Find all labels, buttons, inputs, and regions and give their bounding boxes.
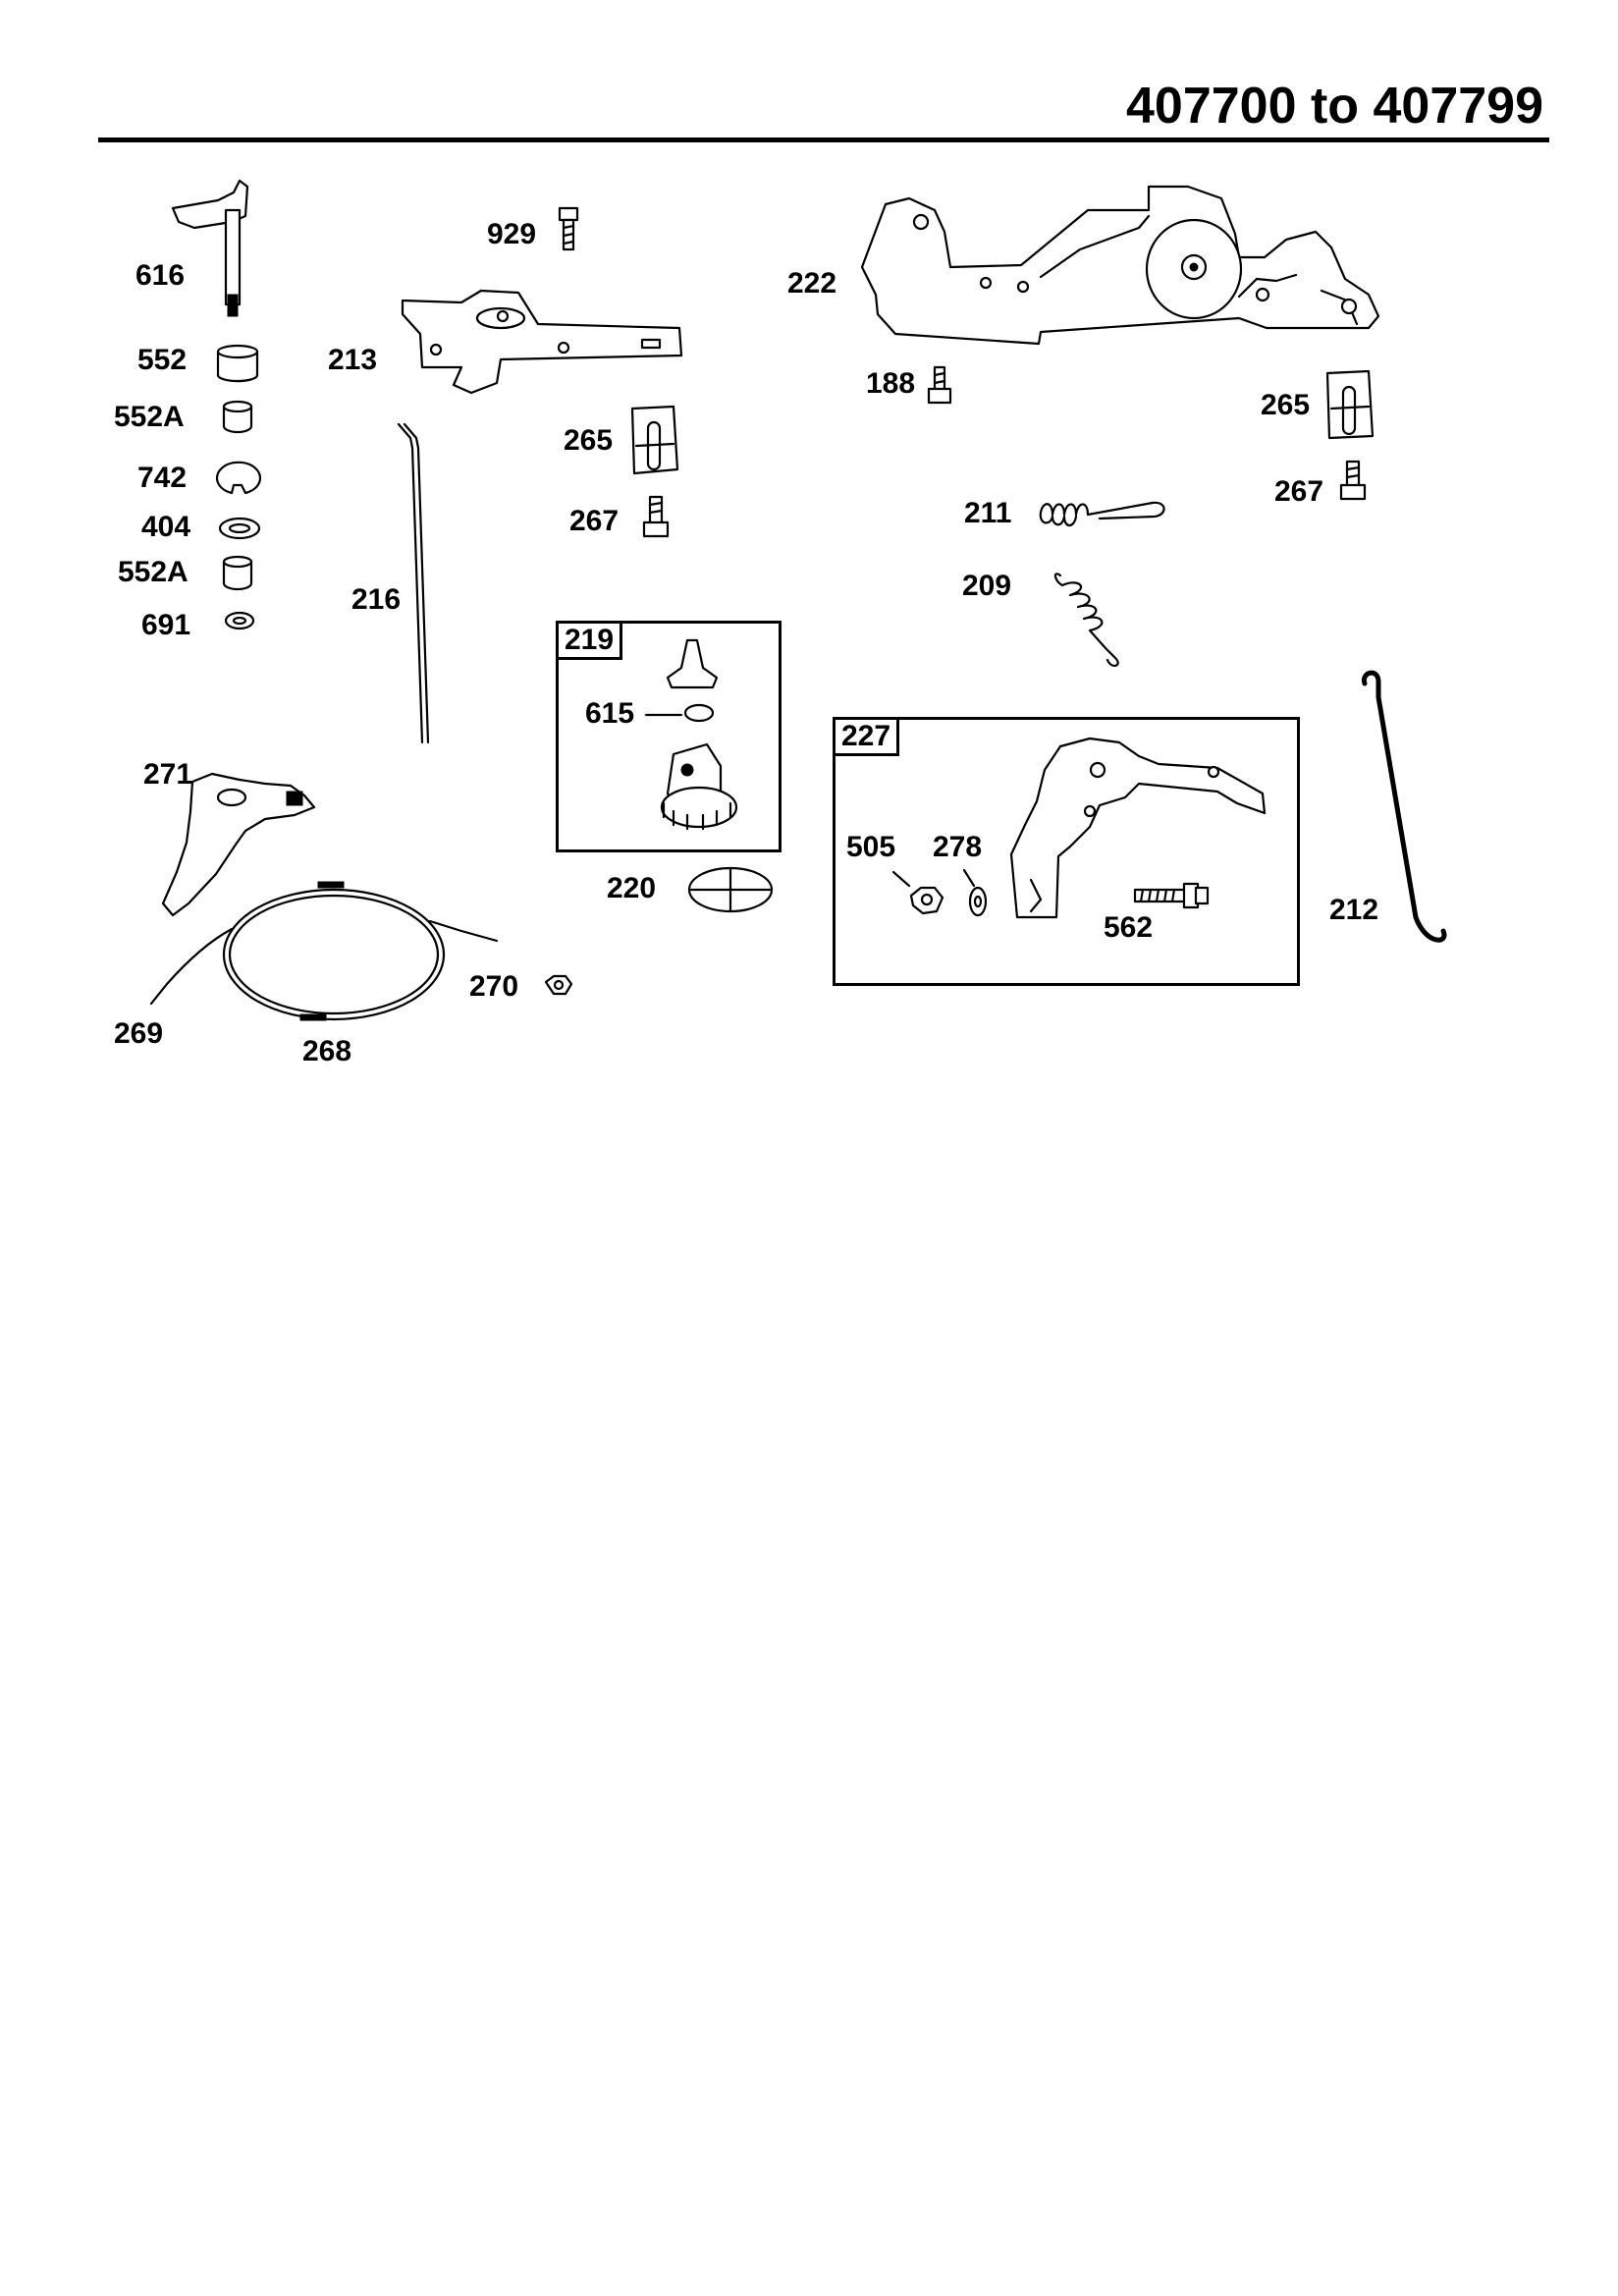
part-691-seal <box>224 611 255 630</box>
title-divider <box>98 137 1549 142</box>
label-691: 691 <box>141 609 191 641</box>
label-929: 929 <box>487 218 537 250</box>
part-220-cup <box>687 866 774 913</box>
part-404-washer <box>218 517 261 540</box>
kit-box-227 <box>833 717 1300 986</box>
part-268-269-cable <box>149 881 499 1021</box>
part-222-control-bracket <box>860 185 1380 346</box>
label-265-left: 265 <box>564 424 614 457</box>
label-209: 209 <box>962 570 1012 602</box>
label-267-right: 267 <box>1274 475 1324 508</box>
page-title: 407700 to 407799 <box>1125 78 1543 135</box>
part-209-spring <box>1053 573 1119 667</box>
part-265-clip-right <box>1325 369 1375 440</box>
label-212: 212 <box>1329 894 1379 926</box>
part-615-pin <box>644 638 719 723</box>
label-552: 552 <box>137 344 188 376</box>
label-213: 213 <box>328 344 378 376</box>
part-211-spring <box>1039 501 1165 527</box>
part-562-screw <box>1133 882 1210 909</box>
label-562: 562 <box>1104 911 1154 944</box>
label-222: 222 <box>787 267 837 300</box>
part-270-nut <box>544 974 573 996</box>
part-929-screw <box>558 206 579 251</box>
label-404: 404 <box>141 511 191 543</box>
part-216-link-rod <box>397 422 430 744</box>
label-216: 216 <box>351 583 402 616</box>
part-278-washer <box>962 868 988 917</box>
part-505-nut <box>891 870 944 915</box>
part-212-governor-link <box>1361 670 1447 943</box>
label-505: 505 <box>846 831 896 863</box>
part-213-bracket <box>401 289 683 395</box>
part-188-screw <box>927 365 952 405</box>
kit-label-219: 219 <box>556 621 623 660</box>
part-267-screw-left <box>642 495 670 538</box>
label-268: 268 <box>302 1035 352 1067</box>
part-265-clip-left <box>630 405 679 475</box>
label-270: 270 <box>469 970 519 1003</box>
label-267-left: 267 <box>569 505 620 537</box>
label-211: 211 <box>964 497 1012 529</box>
part-219-governor-gear <box>660 742 738 831</box>
kit-label-227: 227 <box>833 717 900 756</box>
part-271-throttle-lever <box>161 772 316 917</box>
label-616: 616 <box>135 259 186 292</box>
label-265-right: 265 <box>1261 389 1311 421</box>
part-742-e-ring <box>215 461 262 495</box>
part-552A-bushing-upper <box>222 400 253 434</box>
label-220: 220 <box>607 872 657 904</box>
label-552A-lower: 552A <box>118 556 189 588</box>
label-271: 271 <box>143 758 193 791</box>
part-552A-bushing-lower <box>222 555 253 591</box>
part-616-governor-shaft <box>171 179 249 317</box>
label-742: 742 <box>137 462 188 494</box>
label-278: 278 <box>933 831 983 863</box>
part-227-control-lever <box>1009 737 1267 919</box>
label-552A-upper: 552A <box>114 401 185 433</box>
kit-box-219 <box>556 621 782 852</box>
part-267-screw-right <box>1339 460 1367 501</box>
label-615: 615 <box>585 697 635 730</box>
part-552-bushing <box>216 344 259 383</box>
label-269: 269 <box>114 1017 164 1050</box>
label-188: 188 <box>866 367 916 400</box>
